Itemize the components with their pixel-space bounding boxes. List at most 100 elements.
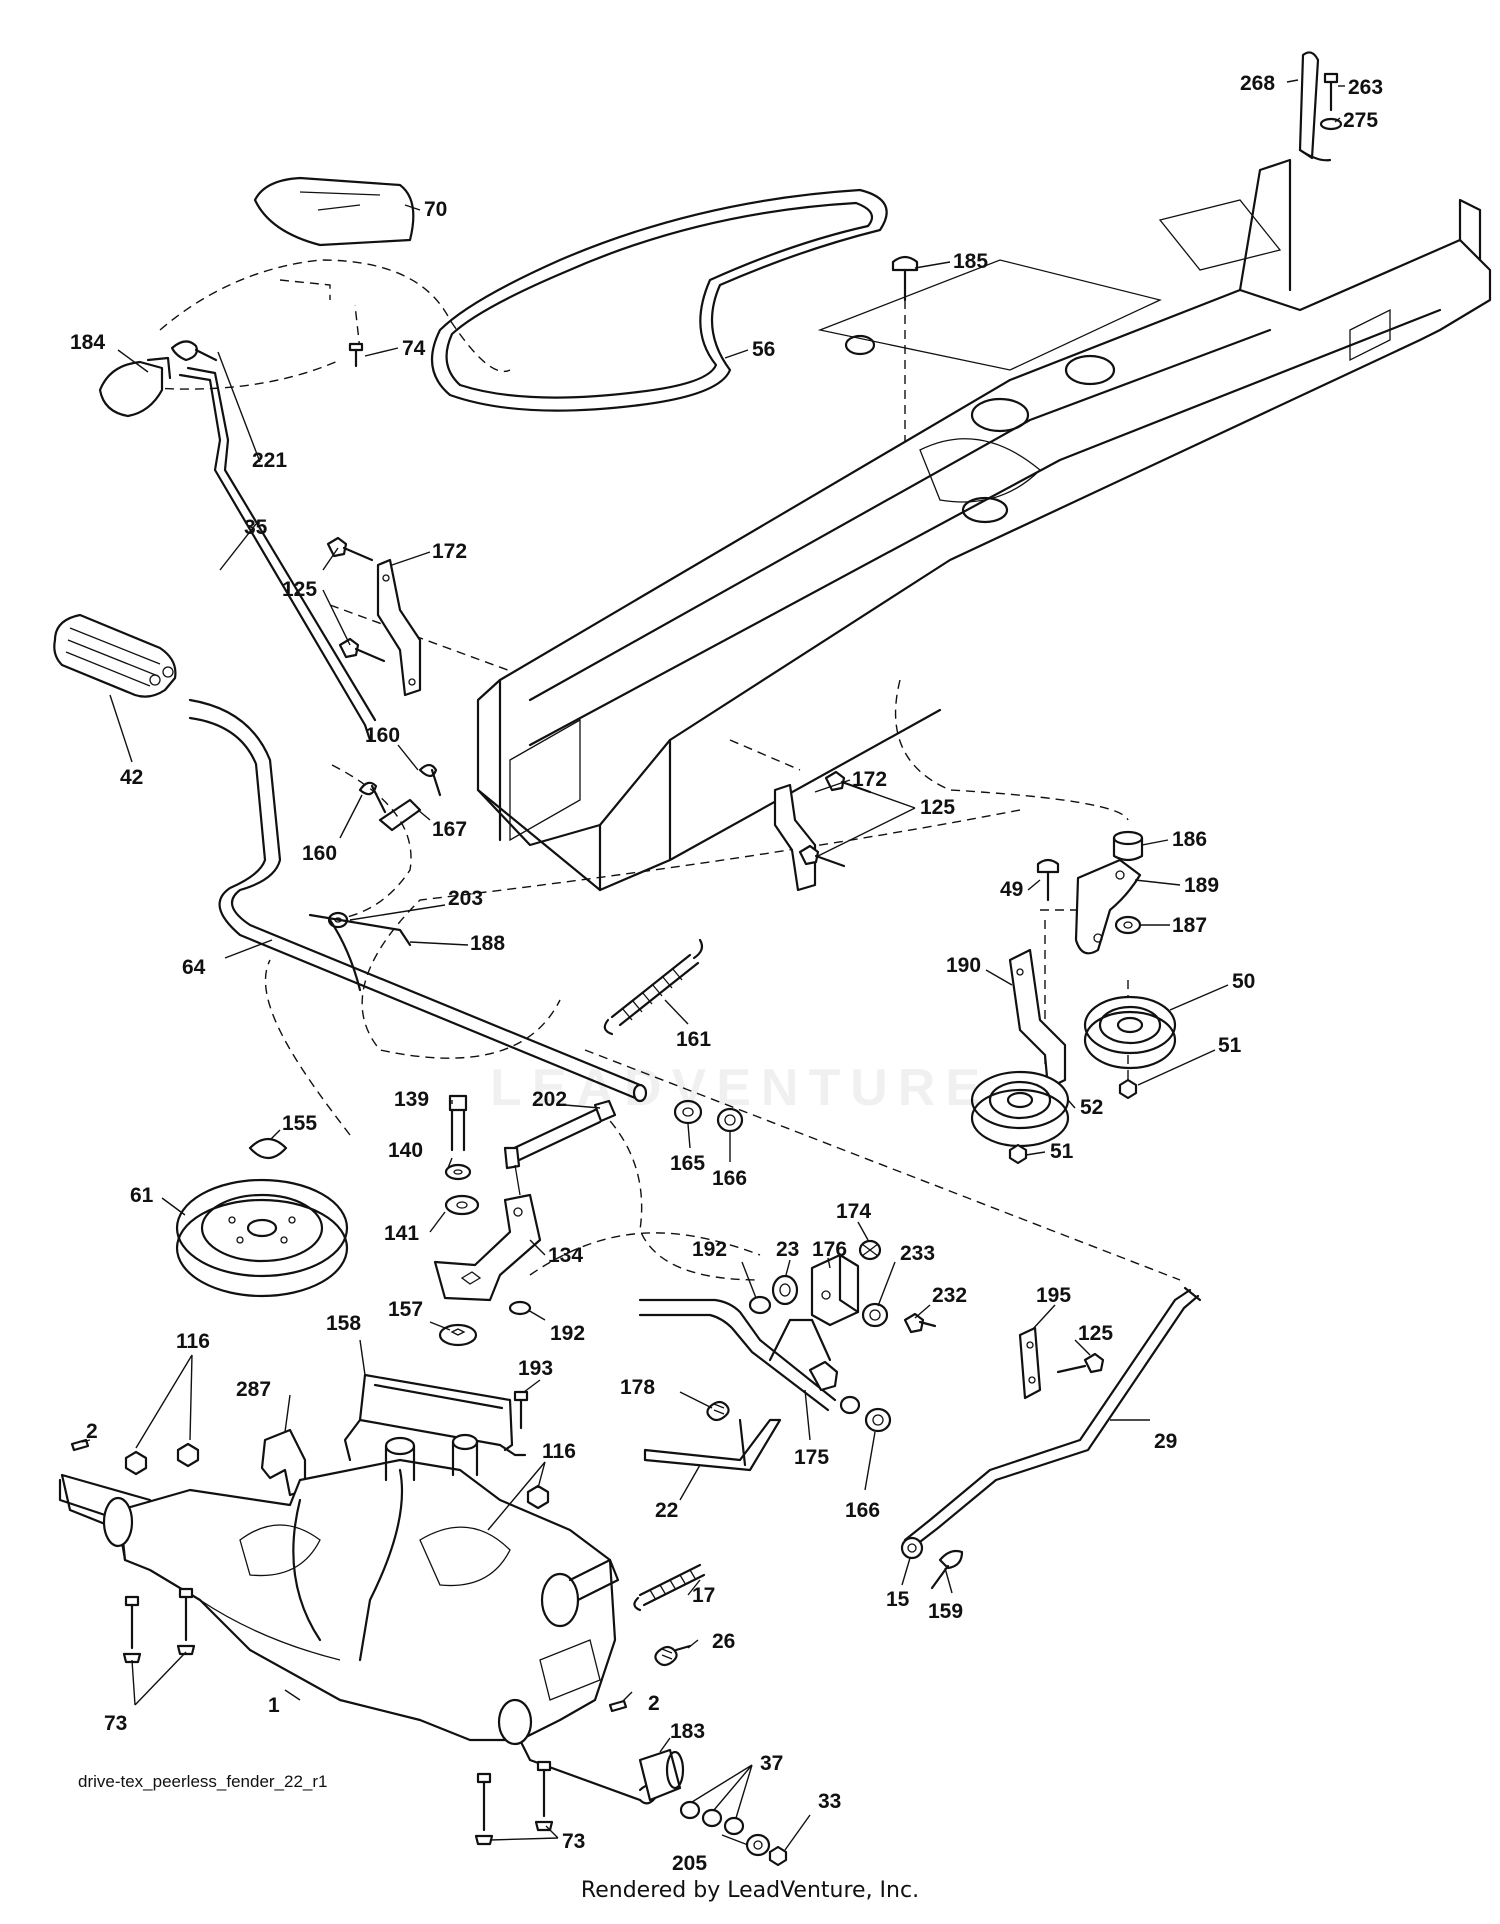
washer-166-lower — [864, 1407, 892, 1433]
callout-166b: 166 — [845, 1499, 880, 1522]
callout-157: 157 — [388, 1298, 423, 1321]
callout-155: 155 — [282, 1112, 317, 1135]
callout-29: 29 — [1154, 1430, 1177, 1453]
callout-160a: 160 — [365, 724, 400, 747]
callout-178: 178 — [620, 1376, 655, 1399]
fender-70 — [119, 176, 511, 390]
callout-51a: 51 — [1218, 1034, 1242, 1057]
callout-56: 56 — [752, 338, 775, 361]
callout-232: 232 — [932, 1284, 967, 1307]
callout-70: 70 — [424, 198, 447, 221]
washer-233 — [861, 1302, 889, 1328]
callout-2b: 2 — [648, 1692, 660, 1715]
bolt-232 — [903, 1312, 937, 1334]
footer-credit: Rendered by LeadVenture, Inc. — [580, 1878, 920, 1903]
callout-23: 23 — [776, 1238, 799, 1261]
bushing-165 — [673, 1099, 703, 1125]
callout-134: 134 — [548, 1244, 583, 1267]
callout-125c: 125 — [1078, 1322, 1113, 1345]
spring-26 — [654, 1644, 692, 1667]
knob-184 — [98, 356, 172, 418]
callout-184: 184 — [70, 331, 105, 354]
bracket-176 — [810, 1253, 860, 1327]
callout-221: 221 — [252, 449, 287, 472]
spring-17 — [633, 1563, 706, 1612]
callout-22: 22 — [655, 1499, 678, 1522]
callout-50: 50 — [1232, 970, 1255, 993]
callout-125b: 125 — [920, 796, 955, 819]
watermark: LEADVENTURE — [490, 1059, 991, 1117]
cross-shaft-175 — [638, 1298, 861, 1415]
callout-193: 193 — [518, 1357, 553, 1380]
callout-26: 26 — [712, 1630, 735, 1653]
nut-51-lower — [1008, 1143, 1028, 1165]
callout-33: 33 — [818, 1790, 841, 1813]
callout-1: 1 — [268, 1694, 280, 1717]
bolts-73 — [122, 1587, 554, 1846]
callout-268: 268 — [1240, 72, 1275, 95]
callout-190: 190 — [946, 954, 981, 977]
spring-161 — [603, 938, 704, 1036]
callout-233: 233 — [900, 1242, 935, 1265]
callout-125a: 125 — [282, 578, 317, 601]
clip-160 — [358, 763, 442, 814]
callout-205: 205 — [672, 1852, 707, 1875]
callout-263: 263 — [1348, 76, 1383, 99]
callout-74: 74 — [402, 337, 426, 360]
ring-155 — [248, 1137, 288, 1160]
callout-174: 174 — [836, 1200, 871, 1223]
callout-192a: 192 — [692, 1238, 727, 1261]
callout-161: 161 — [676, 1028, 711, 1051]
callout-17: 17 — [692, 1584, 715, 1607]
rod-188 — [308, 913, 412, 992]
callout-37: 37 — [760, 1752, 783, 1775]
callout-labels: 268 263 275 70 185 56 74 221 184 35 172 … — [70, 72, 1383, 1875]
washer-187 — [1114, 915, 1142, 935]
washer-141 — [444, 1194, 480, 1216]
pulley-61 — [175, 1178, 349, 1298]
washer-205 — [745, 1833, 771, 1857]
drive-belt-56 — [430, 188, 888, 412]
spring-178 — [706, 1400, 730, 1422]
bracket-172-lower — [773, 783, 817, 892]
callout-160b: 160 — [302, 842, 337, 865]
bracket-195 — [1018, 1326, 1042, 1400]
callout-51b: 51 — [1050, 1140, 1074, 1163]
bolt-125-upper — [326, 536, 386, 663]
clip-221 — [170, 340, 218, 362]
callout-186: 186 — [1172, 828, 1207, 851]
callout-166a: 166 — [712, 1167, 747, 1190]
bolt-185 — [891, 255, 919, 302]
pedal-shaft-64 — [188, 698, 648, 1103]
pulley-50 — [1083, 995, 1177, 1070]
callout-203: 203 — [448, 887, 483, 910]
bolt-263 — [1319, 72, 1343, 131]
rod-29 — [903, 1286, 1202, 1550]
key-2-left — [70, 1438, 90, 1452]
nut-192-upper — [748, 1295, 772, 1315]
bracket-158 — [343, 1373, 527, 1462]
callout-187: 187 — [1172, 914, 1207, 937]
lever-22 — [643, 1418, 782, 1472]
callout-172b: 172 — [852, 768, 887, 791]
callout-195: 195 — [1036, 1284, 1071, 1307]
washer-140 — [444, 1163, 472, 1181]
callout-185: 185 — [953, 250, 988, 273]
callout-2a: 2 — [86, 1420, 98, 1443]
callout-287: 287 — [236, 1378, 271, 1401]
bolt-49 — [1036, 858, 1060, 902]
callout-116b: 116 — [542, 1440, 576, 1463]
callout-52: 52 — [1080, 1096, 1103, 1119]
tractor-frame — [476, 158, 1492, 892]
bracket-190 — [1008, 948, 1067, 1090]
callout-202: 202 — [532, 1088, 567, 1111]
nut-51-upper — [1118, 1078, 1138, 1100]
callout-49: 49 — [1000, 878, 1023, 901]
lift-handle-268 — [1298, 51, 1332, 162]
bracket-287 — [260, 1428, 307, 1497]
callout-176: 176 — [812, 1238, 847, 1261]
rod-202 — [503, 1099, 617, 1196]
bushing-23 — [771, 1274, 799, 1306]
bolt-139 — [448, 1094, 468, 1152]
